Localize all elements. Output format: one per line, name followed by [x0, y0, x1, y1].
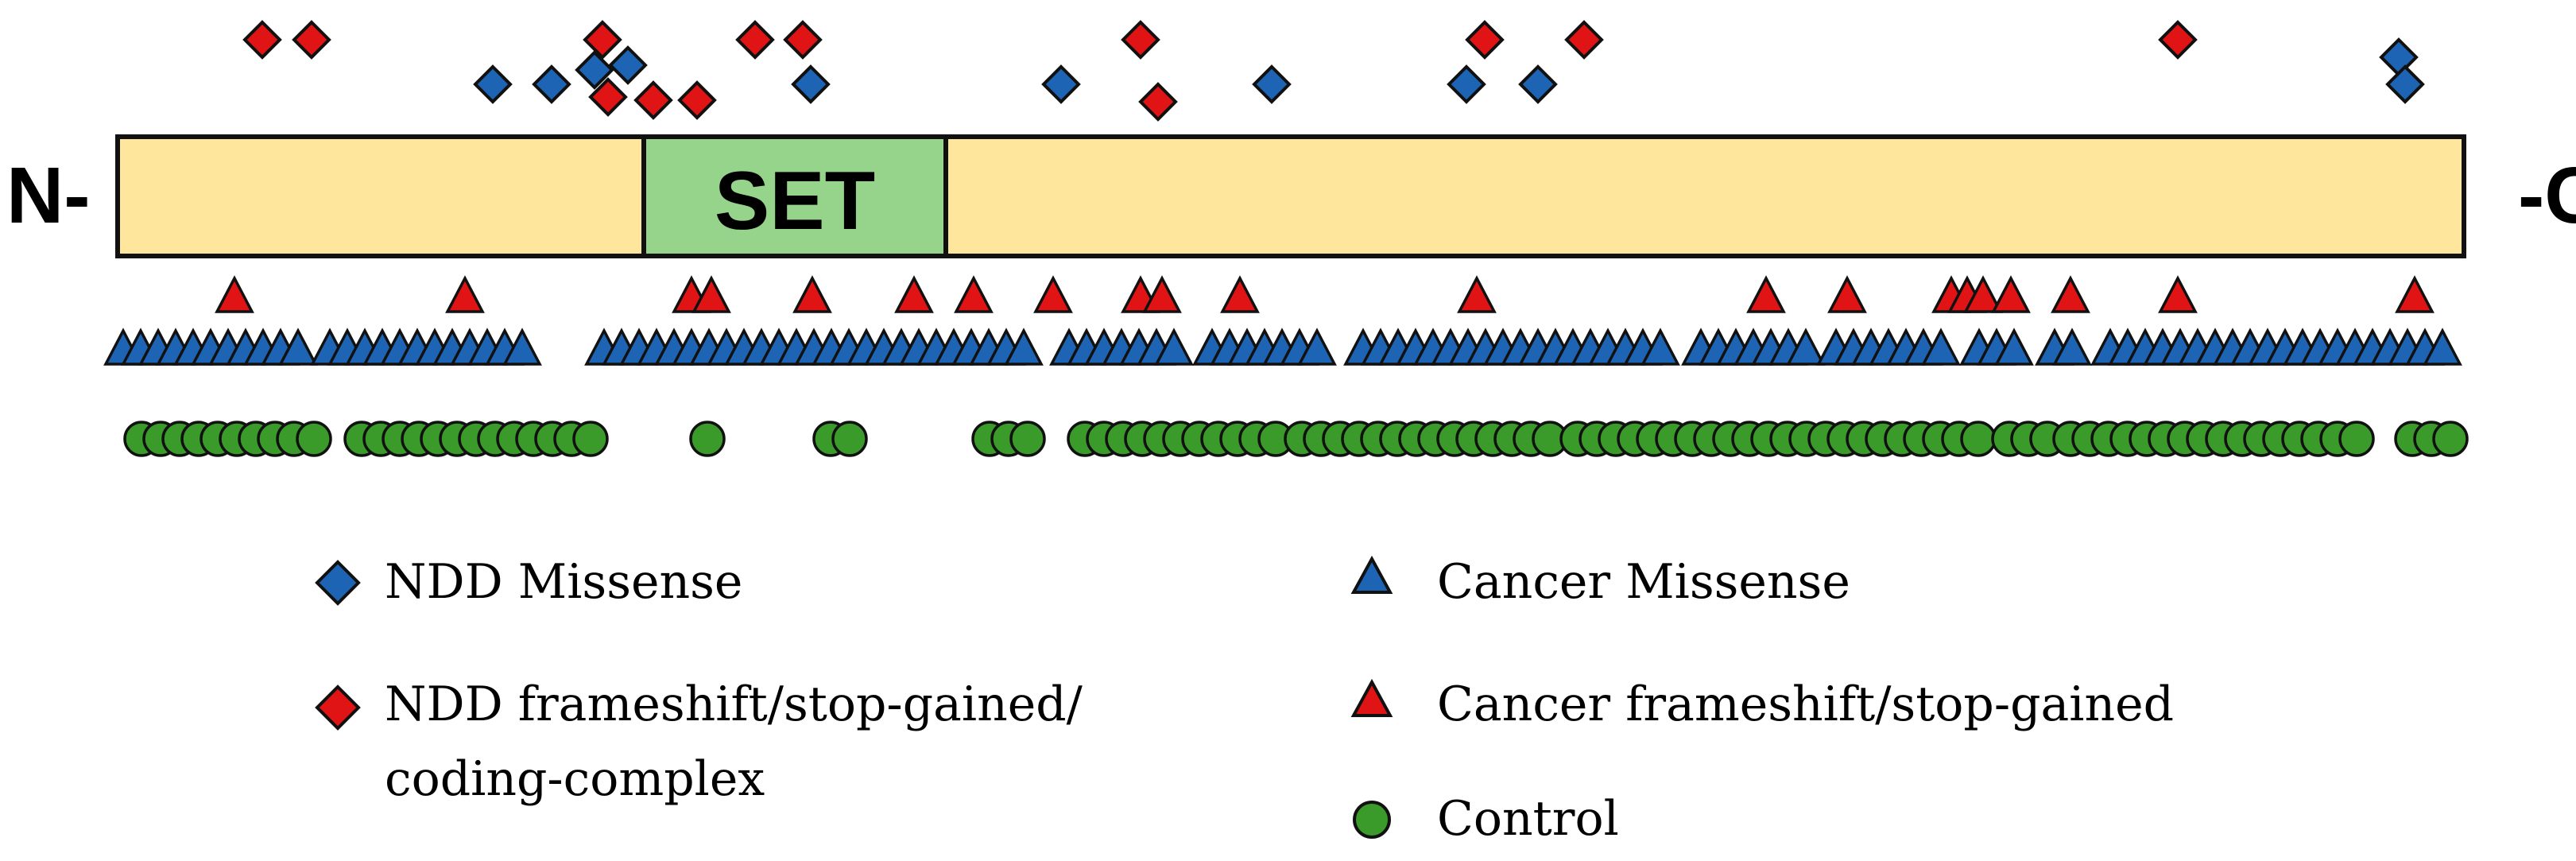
cancer-missense-marker [1921, 328, 1961, 366]
cancer-missense-marker [1994, 328, 2034, 366]
legend-item-control: Control [1353, 791, 1619, 847]
ndd-missense-marker [1518, 64, 1558, 104]
cancer-missense-marker [1786, 328, 1826, 366]
ndd-missense-marker [2385, 64, 2425, 104]
cancer-missense-marker [278, 328, 318, 366]
legend-ndd-frameshift-label-line1: NDD frameshift/stop-gained/ [385, 677, 1083, 732]
ndd-frameshift-marker [583, 20, 622, 60]
legend-item-cancer-frameshift: Cancer frameshift/stop-gained [1350, 677, 2174, 732]
ndd-missense-marker [1447, 64, 1486, 104]
ndd-frameshift-marker [292, 20, 331, 60]
c-terminus-label: -C [2518, 151, 2576, 240]
control-variants [123, 421, 2469, 457]
cancer-frameshift-marker [1746, 275, 1786, 313]
cancer-frameshift-marker [1033, 275, 1073, 313]
ndd-frameshift-marker [588, 77, 628, 117]
legend-ndd-frameshift-marker [315, 685, 361, 731]
cancer-frameshift-marker [2051, 275, 2090, 313]
ndd-missense-marker [532, 64, 571, 104]
legend-cancer-frameshift-label: Cancer frameshift/stop-gained [1437, 677, 2174, 732]
set-domain [641, 134, 948, 258]
control-marker [689, 421, 726, 457]
ndd-missense-marker [473, 64, 513, 104]
cancer-missense-marker [1154, 328, 1194, 366]
set-domain-label: SET [715, 155, 875, 247]
cancer-frameshift-marker [1963, 275, 2003, 313]
cancer-frameshift-marker [792, 275, 832, 313]
ndd-missense-marker [1252, 64, 1292, 104]
ndd-frameshift-marker [783, 20, 823, 60]
cancer-missense-marker [2052, 328, 2092, 366]
ndd-frameshift-marker [1121, 20, 1160, 60]
control-marker [2432, 421, 2469, 457]
cancer-frameshift-marker [894, 275, 934, 313]
control-marker [572, 421, 609, 457]
control-marker [831, 421, 868, 457]
cancer-frameshift-marker [1142, 275, 1182, 313]
control-marker [1009, 421, 1046, 457]
cancer-frameshift-marker [1991, 275, 2031, 313]
cancer-frameshift-marker [215, 275, 254, 313]
legend: NDD Missense NDD frameshift/stop-gained/… [315, 554, 2174, 847]
cancer-variants [103, 275, 2462, 366]
ndd-frameshift-marker [677, 80, 717, 120]
cancer-frameshift-marker [1220, 275, 1260, 313]
ndd-frameshift-marker [633, 80, 673, 120]
ndd-frameshift-marker [1465, 20, 1505, 60]
ndd-frameshift-marker [2158, 20, 2198, 60]
ndd-missense-marker [1041, 64, 1081, 104]
cancer-frameshift-marker [1457, 275, 1497, 313]
legend-control-marker [1353, 801, 1391, 839]
ndd-missense-marker [575, 50, 614, 90]
ndd-frameshift-marker [735, 20, 775, 60]
ndd-missense-marker [608, 45, 648, 85]
ndd-frameshift-marker [242, 20, 282, 60]
cancer-missense-marker [1297, 328, 1337, 366]
cancer-missense-marker [1004, 328, 1044, 366]
cancer-frameshift-marker [445, 275, 485, 313]
ndd-frameshift-marker [1138, 82, 1178, 122]
legend-cancer-missense-marker [1350, 555, 1393, 594]
legend-ndd-missense-label: NDD Missense [385, 554, 742, 610]
legend-item-ndd-missense: NDD Missense [315, 554, 742, 610]
cancer-missense-marker [2423, 328, 2462, 366]
legend-item-cancer-missense: Cancer Missense [1350, 554, 1850, 610]
ndd-frameshift-marker [1564, 20, 1604, 60]
cancer-frameshift-marker [2158, 275, 2198, 313]
legend-ndd-frameshift-label-line2: coding-complex [385, 751, 765, 807]
cancer-missense-marker [1641, 328, 1680, 366]
control-marker [2338, 421, 2375, 457]
legend-cancer-frameshift-marker [1350, 678, 1393, 717]
cancer-frameshift-marker [954, 275, 994, 313]
control-marker [1960, 421, 1997, 457]
control-marker [296, 421, 332, 457]
legend-item-ndd-frameshift: NDD frameshift/stop-gained/ coding-compl… [315, 677, 1083, 807]
ndd-variants [242, 20, 2425, 122]
legend-cancer-missense-label: Cancer Missense [1437, 554, 1850, 610]
cancer-frameshift-marker [2395, 275, 2435, 313]
cancer-missense-marker [502, 328, 542, 366]
cancer-frameshift-marker [691, 275, 731, 313]
protein-schematic: SET N- -C [6, 134, 2576, 258]
ndd-missense-marker [2379, 37, 2419, 77]
n-terminus-label: N- [6, 151, 91, 240]
cancer-frameshift-marker [1827, 275, 1867, 313]
protein-body [115, 134, 2466, 258]
ndd-missense-marker [791, 64, 831, 104]
legend-ndd-missense-marker [315, 560, 361, 606]
legend-control-label: Control [1437, 791, 1619, 847]
